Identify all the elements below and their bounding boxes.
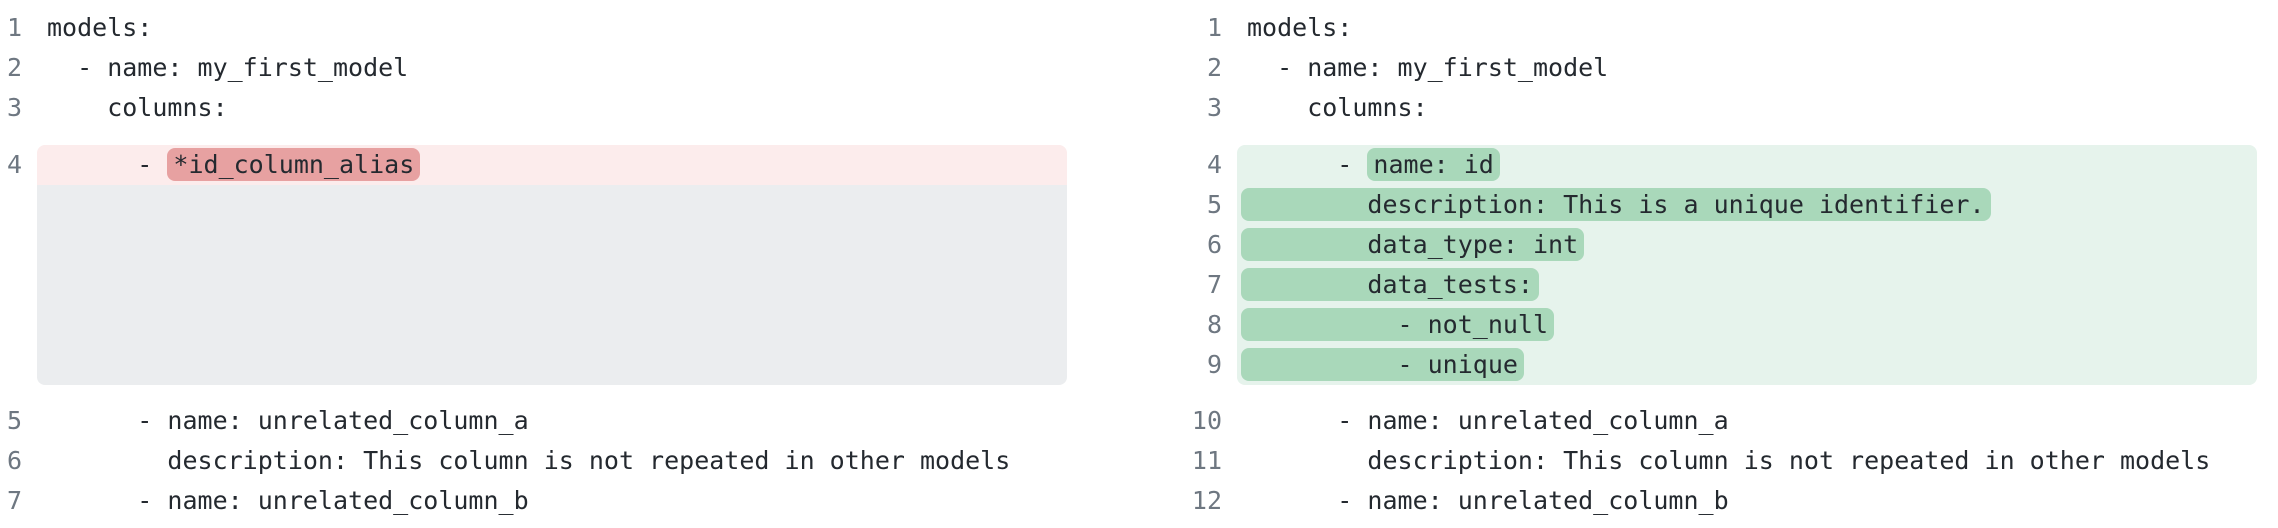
- line-number: 12: [1191, 486, 1222, 515]
- code-text: models:: [1247, 13, 1353, 42]
- code-line: 1 models:: [0, 8, 1067, 48]
- added-line-background: description: This is a unique identifier…: [1237, 185, 2257, 225]
- code-text: - name: unrelated_column_b: [47, 486, 529, 515]
- added-token: - not_null: [1241, 308, 1555, 341]
- diff-panel-before: 1 models: 2 - name: my_first_model 3 col…: [0, 8, 1067, 521]
- code-text: - name: unrelated_column_b: [1247, 486, 1729, 515]
- code-line: 12 - name: unrelated_column_b: [1168, 481, 2257, 521]
- added-code-line: 6 data_type: int: [1168, 225, 2257, 265]
- code-line: 11 description: This column is not repea…: [1168, 441, 2257, 481]
- code-line: 10 - name: unrelated_column_a: [1168, 401, 2257, 441]
- line-number: 1: [1206, 13, 1222, 42]
- removed-token: *id_column_alias: [167, 148, 421, 181]
- line-number: 5: [1206, 190, 1222, 219]
- line-number: 5: [6, 406, 22, 435]
- code-line: 2 - name: my_first_model: [1168, 48, 2257, 88]
- code-text: models:: [47, 13, 153, 42]
- line-number: 4: [6, 150, 22, 179]
- code-line: 5 - name: unrelated_column_a: [0, 401, 1067, 441]
- added-code-line: 8 - not_null: [1168, 305, 2257, 345]
- added-token: name: id: [1367, 148, 1500, 181]
- code-line: 3 columns:: [0, 88, 1067, 128]
- added-token: data_tests:: [1241, 268, 1539, 301]
- code-text: - name: unrelated_column_a: [47, 406, 529, 435]
- code-text: - name: my_first_model: [47, 53, 409, 82]
- spacer: [0, 385, 1067, 401]
- removed-code-line: 4 - *id_column_alias: [0, 145, 1067, 185]
- line-number: 2: [1206, 53, 1222, 82]
- code-line: 2 - name: my_first_model: [0, 48, 1067, 88]
- code-text: -: [47, 150, 168, 179]
- added-token: description: This is a unique identifier…: [1241, 188, 1991, 221]
- added-code-line: 7 data_tests:: [1168, 265, 2257, 305]
- code-line: 1 models:: [1168, 8, 2257, 48]
- code-text: columns:: [1247, 93, 1428, 122]
- added-token: - unique: [1241, 348, 1524, 381]
- code-text: columns:: [47, 93, 228, 122]
- diff-panel-after: 1 models: 2 - name: my_first_model 3 col…: [1168, 8, 2257, 521]
- line-number: 7: [1206, 270, 1222, 299]
- line-number: 8: [1206, 310, 1222, 339]
- code-line: 3 columns:: [1168, 88, 2257, 128]
- spacer: [1168, 128, 2257, 145]
- line-number: 7: [6, 486, 22, 515]
- code-text: - name: my_first_model: [1247, 53, 1609, 82]
- spacer: [1168, 385, 2257, 401]
- spacer: [0, 128, 1067, 145]
- diff-filler-row: [0, 185, 1067, 385]
- added-line-background: data_type: int: [1237, 225, 2257, 265]
- added-line-background: - not_null: [1237, 305, 2257, 345]
- line-number: 9: [1206, 350, 1222, 379]
- line-number: 6: [6, 446, 22, 475]
- code-text: description: This column is not repeated…: [47, 446, 1011, 475]
- line-number: 11: [1191, 446, 1222, 475]
- removed-line-background: - *id_column_alias: [37, 145, 1067, 185]
- line-number: 3: [6, 93, 22, 122]
- code-line: 6 description: This column is not repeat…: [0, 441, 1067, 481]
- line-number: 6: [1206, 230, 1222, 259]
- code-line: 7 - name: unrelated_column_b: [0, 481, 1067, 521]
- line-number: 2: [6, 53, 22, 82]
- added-code-line: 5 description: This is a unique identifi…: [1168, 185, 2257, 225]
- added-code-line: 9 - unique: [1168, 345, 2257, 385]
- line-number: 3: [1206, 93, 1222, 122]
- added-line-background: data_tests:: [1237, 265, 2257, 305]
- diff-filler-block: [37, 185, 1067, 385]
- code-text: -: [1247, 150, 1368, 179]
- code-text: description: This column is not repeated…: [1247, 446, 2211, 475]
- line-number: 10: [1191, 406, 1222, 435]
- line-number: 4: [1206, 150, 1222, 179]
- added-code-line: 4 - name: id: [1168, 145, 2257, 185]
- added-line-background: - unique: [1237, 345, 2257, 385]
- added-line-background: - name: id: [1237, 145, 2257, 185]
- line-number-empty: [0, 185, 22, 385]
- line-number: 1: [6, 13, 22, 42]
- added-token: data_type: int: [1241, 228, 1585, 261]
- code-text: - name: unrelated_column_a: [1247, 406, 1729, 435]
